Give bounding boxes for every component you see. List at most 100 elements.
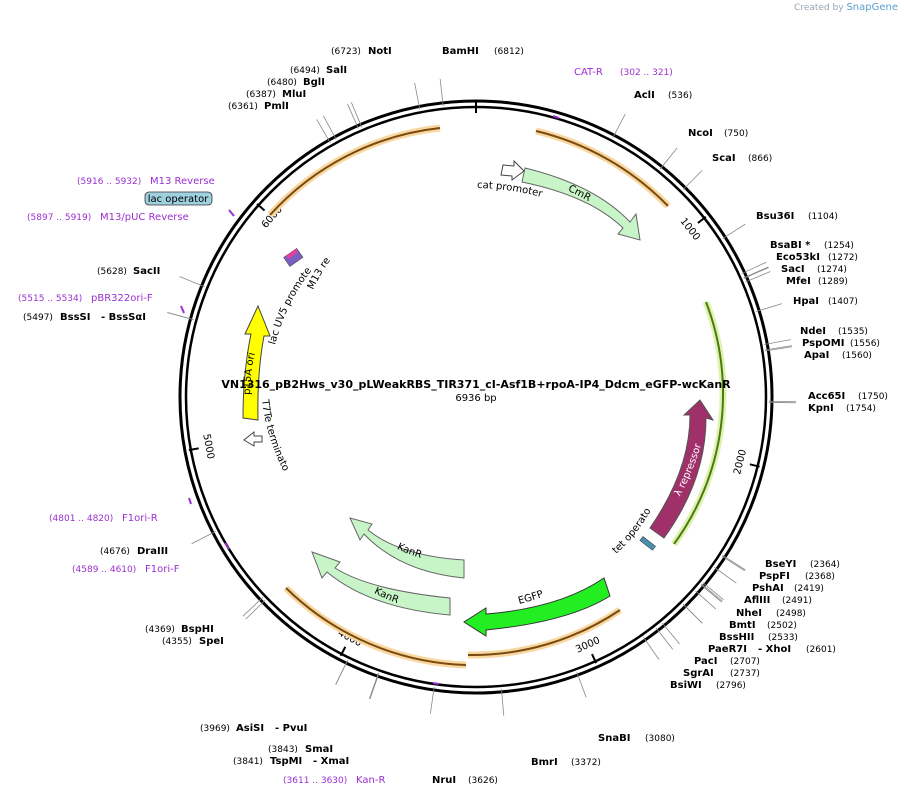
enzyme-paer7i[interactable]: PaeR7I bbox=[708, 644, 747, 655]
primer-f1orif-pos: (4589 .. 4610) bbox=[72, 565, 136, 575]
enzyme-nrui[interactable]: NruI bbox=[432, 775, 456, 786]
enzyme-scai-pos: (866) bbox=[748, 154, 772, 164]
enzyme-sacii-pos: (5628) bbox=[97, 267, 127, 277]
enzyme-mlui-pos: (6387) bbox=[246, 90, 276, 100]
enzyme-paci[interactable]: PacI bbox=[694, 656, 717, 667]
feature-tet-operator[interactable] bbox=[639, 536, 656, 551]
primer-f1orif[interactable]: F1ori-F bbox=[145, 564, 180, 575]
enzyme-acc65i-pos: (1750) bbox=[858, 392, 888, 402]
leader-line-6 bbox=[612, 113, 626, 139]
enzyme-snabi[interactable]: SnaBI bbox=[598, 733, 630, 744]
feature-t7te-terminator[interactable] bbox=[243, 430, 263, 447]
enzyme-tspmi[interactable]: TspMI bbox=[270, 756, 302, 767]
enzyme-acli[interactable]: AclI bbox=[634, 90, 655, 101]
enzyme-tspmi-pos: (3841) bbox=[233, 757, 263, 767]
enzyme-acc65i[interactable]: Acc65I bbox=[808, 391, 845, 402]
enzyme-bsabi-pos: (1254) bbox=[824, 241, 854, 251]
enzyme-sgrai[interactable]: SgrAI bbox=[683, 668, 714, 679]
primer-kanr[interactable]: Kan-R bbox=[356, 775, 385, 786]
primer-mark-pbr bbox=[180, 305, 185, 314]
primer-m13rev[interactable]: M13 Reverse bbox=[150, 176, 215, 187]
enzyme-xhoi[interactable]: - XhoI bbox=[758, 644, 791, 655]
enzyme-bsssai[interactable]: - BssSαI bbox=[101, 312, 146, 323]
leader-line-14 bbox=[756, 303, 783, 312]
primer-mark-catr bbox=[552, 115, 560, 119]
tick-mark-3 bbox=[339, 646, 347, 657]
enzyme-apai[interactable]: ApaI bbox=[804, 350, 829, 361]
primer-m13puc[interactable]: M13/pUC Reverse bbox=[100, 212, 189, 223]
leader-line-34 bbox=[429, 686, 435, 714]
feature-cat-promoter[interactable] bbox=[500, 159, 525, 181]
feature-arrows bbox=[242, 159, 715, 637]
leader-line-24 bbox=[701, 583, 723, 602]
orf-arc-2-line bbox=[535, 130, 669, 207]
enzyme-pspfi[interactable]: PspFI bbox=[759, 571, 790, 582]
enzyme-bsphi[interactable]: BspHI bbox=[181, 624, 214, 635]
enzyme-bgli[interactable]: BglI bbox=[303, 77, 325, 88]
feature-kanr-2[interactable] bbox=[311, 551, 451, 616]
enzyme-asisi[interactable]: AsiSI bbox=[236, 723, 264, 734]
leader-line-11 bbox=[743, 266, 769, 279]
leader-line-33 bbox=[501, 688, 505, 716]
primer-catr[interactable]: CAT-R bbox=[574, 67, 603, 78]
enzyme-bseyi[interactable]: BseYI bbox=[765, 559, 796, 570]
primer-f1orir[interactable]: F1ori-R bbox=[122, 513, 158, 524]
enzyme-eco53ki[interactable]: Eco53kI bbox=[776, 252, 820, 263]
tick-mark-1 bbox=[749, 463, 760, 468]
orf-arc-2 bbox=[535, 127, 671, 209]
enzyme-noti-pos: (6723) bbox=[331, 47, 361, 57]
leader-line-44 bbox=[167, 312, 194, 321]
leader-line-40 bbox=[245, 600, 266, 620]
enzyme-pspomi[interactable]: PspOMI bbox=[802, 338, 844, 349]
enzyme-kpni[interactable]: KpnI bbox=[808, 403, 834, 414]
enzyme-bmri[interactable]: BmrI bbox=[531, 757, 558, 768]
lac-operator-badge[interactable] bbox=[144, 191, 213, 206]
enzyme-bsshii[interactable]: BssHII bbox=[719, 632, 754, 643]
enzyme-bsabi[interactable]: BsaBI * bbox=[770, 240, 811, 251]
enzyme-bsu36i[interactable]: Bsu36I bbox=[756, 211, 794, 222]
enzyme-sacii[interactable]: SacII bbox=[133, 266, 160, 277]
snapgene-logo: SnapGene bbox=[846, 2, 898, 13]
feature-kanr-1[interactable] bbox=[349, 517, 465, 579]
enzyme-pvui[interactable]: - PvuI bbox=[275, 723, 307, 734]
leader-line-7 bbox=[659, 147, 678, 170]
enzyme-mfei[interactable]: MfeI bbox=[786, 276, 811, 287]
feature-egfp[interactable] bbox=[463, 577, 611, 637]
enzyme-scai[interactable]: ScaI bbox=[712, 153, 736, 164]
enzyme-hpai[interactable]: HpaI bbox=[793, 296, 819, 307]
enzyme-smai[interactable]: SmaI bbox=[305, 744, 333, 755]
enzyme-spei[interactable]: SpeI bbox=[199, 636, 224, 647]
enzyme-bmti[interactable]: BmtI bbox=[729, 620, 756, 631]
leader-line-12 bbox=[743, 267, 769, 279]
enzyme-ndei[interactable]: NdeI bbox=[800, 326, 826, 337]
enzyme-afliii[interactable]: AflIII bbox=[744, 595, 770, 606]
enzyme-saci[interactable]: SacI bbox=[781, 264, 805, 275]
enzyme-ncoi[interactable]: NcoI bbox=[688, 128, 713, 139]
enzyme-sali[interactable]: SalI bbox=[326, 65, 347, 76]
primer-kanr-pos: (3611 .. 3630) bbox=[283, 776, 347, 786]
feature-p15a-ori[interactable] bbox=[242, 304, 271, 421]
enzyme-pmli[interactable]: PmlI bbox=[264, 101, 289, 112]
enzyme-noti[interactable]: NotI bbox=[368, 46, 392, 57]
primer-pbr322[interactable]: pBR322ori-F bbox=[91, 293, 153, 304]
primer-marks bbox=[180, 115, 560, 685]
enzyme-bseyi-pos: (2364) bbox=[810, 560, 840, 570]
enzyme-bsshii-pos: (2533) bbox=[768, 633, 798, 643]
enzyme-draiii[interactable]: DraIII bbox=[137, 546, 168, 557]
leader-line-0 bbox=[439, 78, 444, 106]
enzyme-pmli-pos: (6361) bbox=[228, 102, 258, 112]
feature-lambda-repressor[interactable] bbox=[649, 399, 715, 539]
enzyme-bsssi[interactable]: BssSI bbox=[60, 312, 90, 323]
leader-line-1 bbox=[414, 82, 421, 110]
enzyme-pshai[interactable]: PshAI bbox=[752, 583, 784, 594]
primer-mark-kanr bbox=[432, 682, 440, 685]
enzyme-bsiwi[interactable]: BsiWI bbox=[670, 680, 702, 691]
enzyme-bamhi[interactable]: BamHI bbox=[442, 46, 479, 57]
enzyme-mlui[interactable]: MluI bbox=[282, 89, 306, 100]
feature-cmr[interactable] bbox=[521, 167, 641, 241]
enzyme-xmai[interactable]: - XmaI bbox=[313, 756, 349, 767]
primer-pbr322-pos: (5515 .. 5534) bbox=[18, 294, 82, 304]
enzyme-nhei[interactable]: NheI bbox=[736, 608, 762, 619]
enzyme-bsphi-pos: (4369) bbox=[145, 625, 175, 635]
